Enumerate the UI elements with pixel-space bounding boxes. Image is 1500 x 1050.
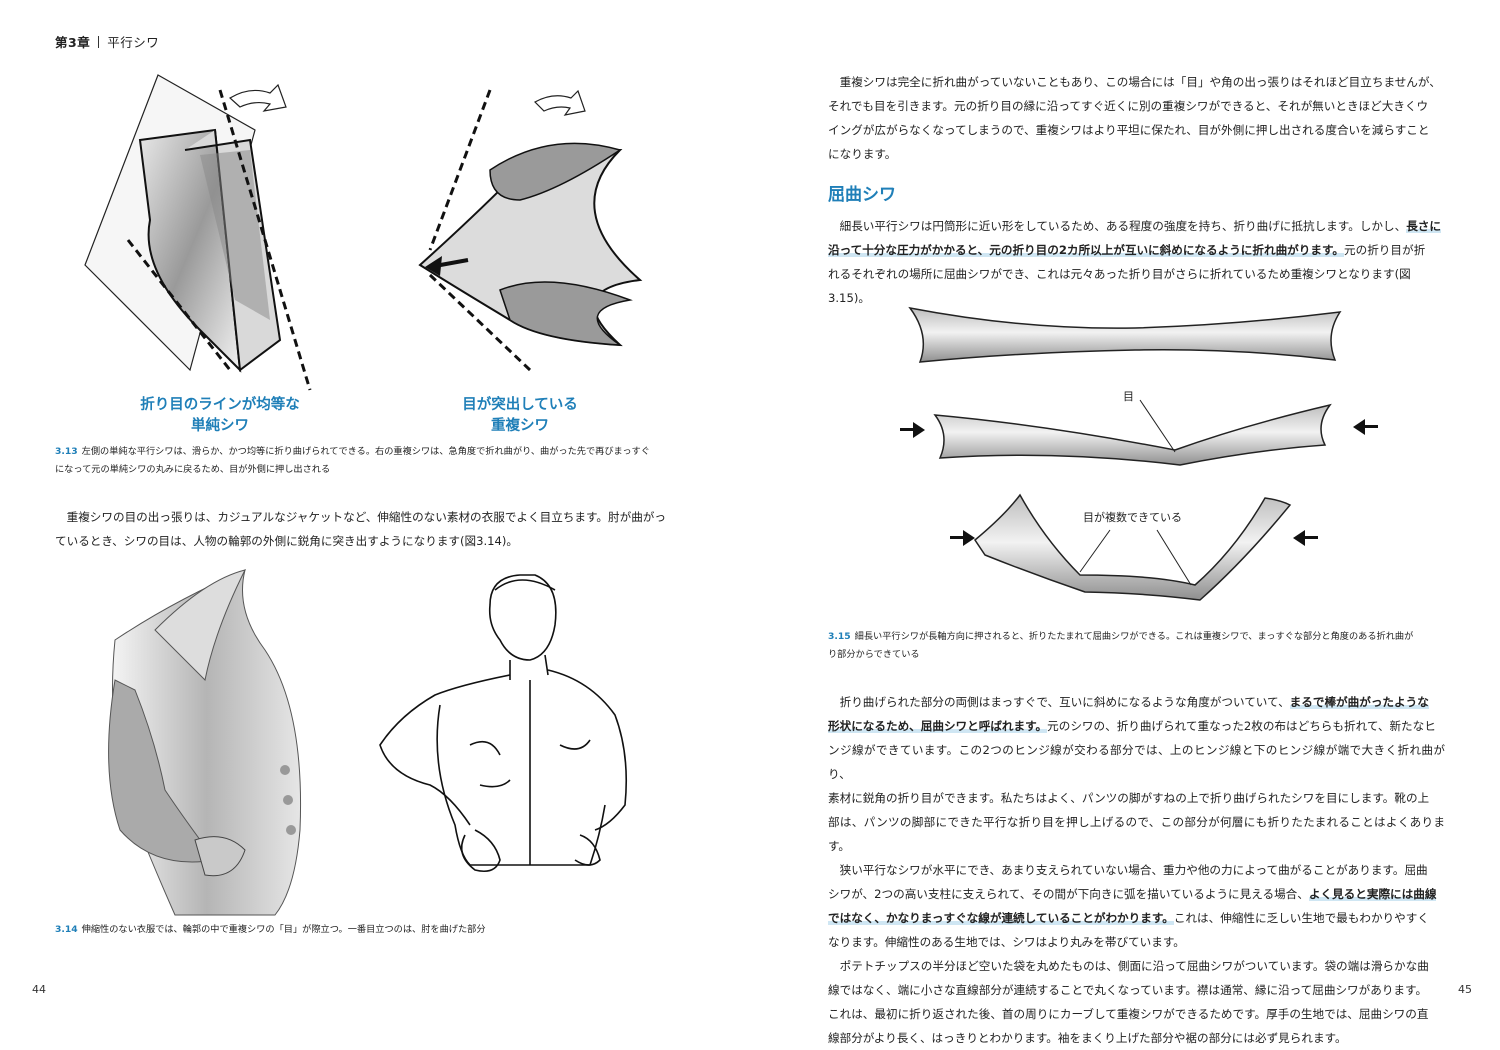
- illustration-jacket-elbow: [108, 569, 302, 916]
- body-line: れるそれぞれの場所に屈曲シワができ、これは元々あった折り目がさらに折れているため…: [828, 267, 1411, 281]
- body-text: シワが、2つの高い支柱に支えられて、その間が下向きに弧を描いているように見える場…: [828, 887, 1309, 901]
- illustration-man-shirt: [379, 574, 627, 873]
- body-text: これは、伸縮性に乏しい生地で最もわかりやすく: [1173, 911, 1429, 925]
- header-divider: [98, 36, 100, 48]
- body-emphasis: ではなく、かなりまっすぐな線が連続していることがわかります。: [828, 911, 1174, 925]
- body-line: 部は、パンツの脚部にできた平行な折り目を押し上げるので、この部分が何層にも折りた…: [828, 815, 1445, 853]
- body-emphasis: 形状になるため、屈曲シワと呼ばれます。: [828, 719, 1048, 733]
- body-emphasis: 長さに: [1406, 219, 1441, 233]
- caption-overlapping-fold: 目が突出している 重複シワ: [420, 395, 620, 437]
- figure-caption-line2: になって元の単純シワの丸みに戻るため、目が外側に押し出される: [55, 464, 331, 475]
- body-text: 元の折り目が折: [1344, 243, 1426, 257]
- body-text: 細長い平行シワは円筒形に近い形をしているため、ある程度の強度を持ち、折り曲げに抵…: [839, 219, 1407, 233]
- body-line: になります。: [828, 147, 897, 161]
- body-line: ポテトチップスの半分ほど空いた袋を丸めたものは、側面に沿って屈曲シワがついていま…: [839, 959, 1429, 973]
- body-emphasis: 沿って十分な圧力がかかると、元の折り目の2カ所以上が互いに斜めになるように折れ曲…: [828, 243, 1344, 257]
- illustration-simple-fold: [84, 74, 312, 391]
- figure-number: 3.13: [55, 446, 78, 457]
- body-line: ているとき、シワの目は、人物の輪郭の外側に鋭角に突き出すようになります(図3.1…: [55, 534, 519, 548]
- label-multiple-eyes: 目が複数できている: [1083, 510, 1182, 524]
- body-line: 線部分がより長く、はっきりとわかります。袖をまくり上げた部分や裾の部分には必ず見…: [828, 1031, 1347, 1045]
- body-emphasis: まるで棒が曲がったような: [1289, 695, 1429, 709]
- body-line: 狭い平行なシワが水平にでき、あまり支えられていない場合、重力や他の力によって曲が…: [839, 863, 1428, 877]
- chapter-label: 第3章: [55, 35, 91, 50]
- illustration-bending-fold: 目 目が複数できている: [900, 306, 1378, 601]
- body-emphasis: よく見ると実際には曲線: [1308, 887, 1437, 901]
- body-line: ではなく、かなりまっすぐな線が連続していることがわかります。これは、伸縮性に乏し…: [828, 906, 1445, 930]
- body-paragraph-right-3: 折り曲げられた部分の両側はまっすぐで、互いに斜めになるような角度がついていて、ま…: [828, 690, 1445, 1050]
- body-line: ンジ線ができています。この2つのヒンジ線が交わる部分では、上のヒンジ線と下のヒン…: [828, 743, 1445, 781]
- body-line: シワが、2つの高い支柱に支えられて、その間が下向きに弧を描いているように見える場…: [828, 882, 1445, 906]
- body-line: イングが広がらなくなってしまうので、重複シワはより平坦に保たれ、目が外側に押し出…: [828, 123, 1430, 137]
- body-line: 細長い平行シワは円筒形に近い形をしているため、ある程度の強度を持ち、折り曲げに抵…: [828, 214, 1445, 238]
- body-line: 素材に鋭角の折り目ができます。私たちはよく、パンツの脚がすねの上で折り曲げられた…: [828, 791, 1430, 805]
- caption-simple-fold-line1: 折り目のラインが均等な: [140, 397, 300, 413]
- caption-simple-fold: 折り目のラインが均等な 単純シワ: [120, 395, 320, 437]
- running-header: 第3章 平行シワ: [55, 32, 159, 51]
- body-line: それでも目を引きます。元の折り目の縁に沿ってすぐ近くに別の重複シワができると、そ…: [828, 99, 1429, 113]
- body-line: これは、最初に折り返された後、首の周りにカーブして重複シワができるためです。厚手…: [828, 1007, 1429, 1021]
- page-number-left: 44: [32, 983, 46, 996]
- figure-caption-text: 伸縮性のない衣服では、輪郭の中で重複シワの「目」が際立つ。一番目立つのは、肘を曲…: [81, 924, 486, 935]
- section-label: 平行シワ: [107, 35, 160, 50]
- body-paragraph-left: 重複シワの目の出っ張りは、カジュアルなジャケットなど、伸縮性のない素材の衣服でよ…: [55, 505, 700, 553]
- caption-overlapping-fold-line2: 重複シワ: [491, 418, 549, 434]
- caption-overlapping-fold-line1: 目が突出している: [462, 397, 578, 413]
- body-paragraph-right-1: 重複シワは完全に折れ曲がっていないこともあり、この場合には「目」や角の出っ張りは…: [828, 70, 1445, 166]
- illustration-overlapping-fold: [418, 89, 643, 372]
- eye-leader-line: [1139, 399, 1176, 453]
- figure-number: 3.14: [55, 924, 78, 935]
- body-line: 重複シワは完全に折れ曲がっていないこともあり、この場合には「目」や角の出っ張りは…: [839, 75, 1441, 89]
- body-paragraph-right-2: 細長い平行シワは円筒形に近い形をしているため、ある程度の強度を持ち、折り曲げに抵…: [828, 214, 1445, 310]
- body-text: 元のシワの、折り曲げられて重なった2枚の布はどちらも折れて、新たなヒ: [1047, 719, 1436, 733]
- figure-caption-line1: 左側の単純な平行シワは、滑らか、かつ均等に折り曲げられてできる。右の重複シワは、…: [81, 446, 650, 457]
- multi-leader-line-right: [1156, 529, 1192, 586]
- multi-leader-line-left: [1079, 529, 1111, 573]
- figure-number: 3.15: [828, 631, 851, 642]
- body-line: 形状になるため、屈曲シワと呼ばれます。元のシワの、折り曲げられて重なった2枚の布…: [828, 714, 1445, 738]
- body-line: 重複シワの目の出っ張りは、カジュアルなジャケットなど、伸縮性のない素材の衣服でよ…: [66, 510, 666, 524]
- label-eye: 目: [1123, 390, 1134, 403]
- caption-simple-fold-line2: 単純シワ: [191, 418, 249, 434]
- body-text: 折り曲げられた部分の両側はまっすぐで、互いに斜めになるような角度がついていて、: [839, 695, 1290, 709]
- page-number-right: 45: [1458, 983, 1472, 996]
- body-line: 線ではなく、端に小さな直線部分が連続することで丸くなっています。襟は通常、縁に沿…: [828, 983, 1428, 997]
- body-line: 折り曲げられた部分の両側はまっすぐで、互いに斜めになるような角度がついていて、ま…: [828, 690, 1445, 714]
- section-heading: 屈曲シワ: [828, 185, 896, 205]
- body-line: 3.15)。: [828, 291, 870, 305]
- body-line: なります。伸縮性のある生地では、シワはより丸みを帯びています。: [828, 935, 1185, 949]
- body-line: 沿って十分な圧力がかかると、元の折り目の2カ所以上が互いに斜めになるように折れ曲…: [828, 238, 1445, 262]
- figure-caption-line1: 細長い平行シワが長軸方向に押されると、折りたたまれて屈曲シワができる。これは重複…: [854, 631, 1414, 642]
- figure-caption-line2: り部分からできている: [828, 649, 920, 660]
